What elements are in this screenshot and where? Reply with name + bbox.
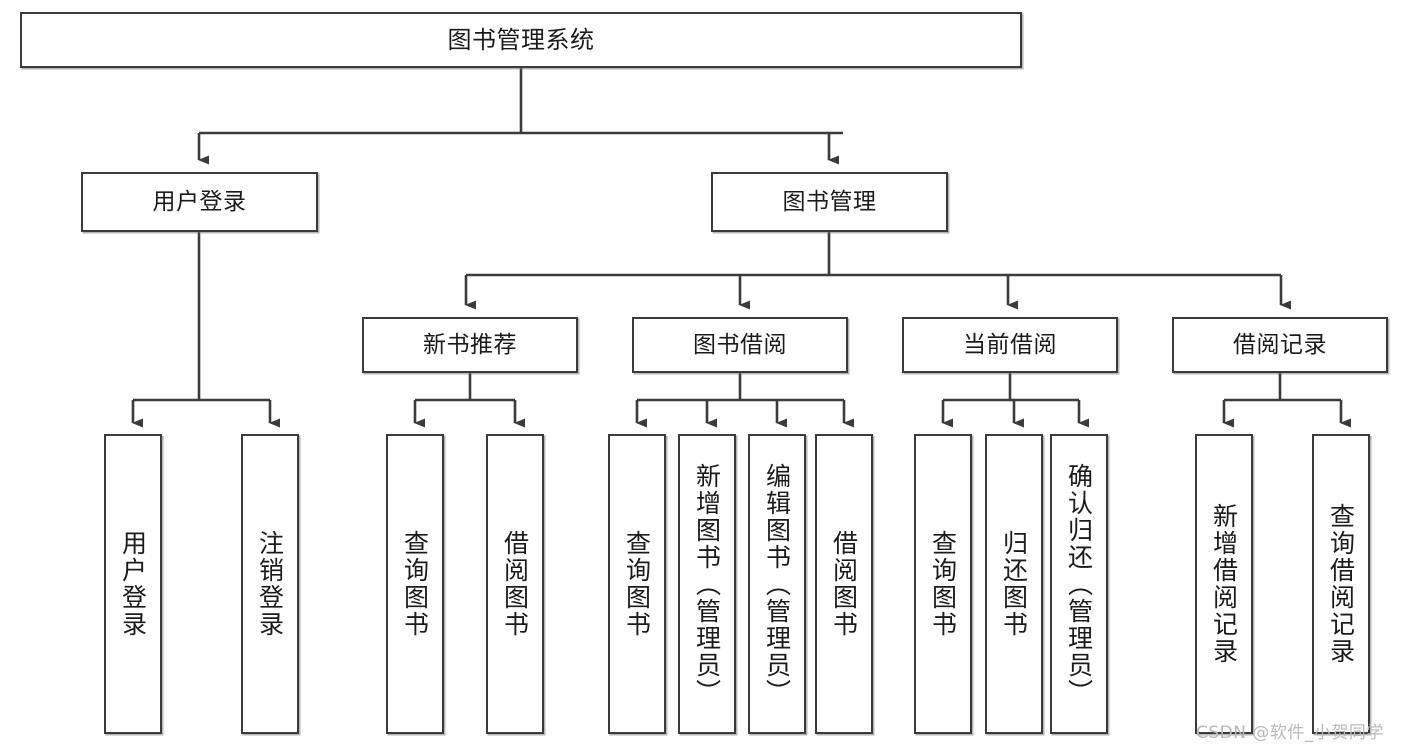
node-leaf-add-book-label: 新增图书（管理员） bbox=[692, 462, 722, 706]
node-leaf-user-login[interactable]: 用户登录 bbox=[104, 434, 162, 734]
node-new-book-rec[interactable]: 新书推荐 bbox=[362, 317, 578, 373]
node-borrow-record-label: 借阅记录 bbox=[1233, 331, 1327, 358]
node-leaf-borrow-book-2[interactable]: 借阅图书 bbox=[815, 434, 873, 734]
node-root-label: 图书管理系统 bbox=[447, 26, 595, 54]
node-leaf-confirm-return[interactable]: 确认归还（管理员） bbox=[1050, 434, 1108, 734]
node-user-login-label: 用户登录 bbox=[152, 188, 247, 215]
node-leaf-query-book-2-label: 查询图书 bbox=[622, 530, 652, 638]
node-leaf-query-book-3-label: 查询图书 bbox=[928, 530, 958, 638]
node-leaf-user-logout[interactable]: 注销登录 bbox=[241, 434, 299, 734]
node-leaf-add-book[interactable]: 新增图书（管理员） bbox=[678, 434, 736, 734]
node-leaf-return-book[interactable]: 归还图书 bbox=[985, 434, 1043, 734]
node-leaf-edit-book-label: 编辑图书（管理员） bbox=[762, 462, 792, 706]
node-leaf-edit-book[interactable]: 编辑图书（管理员） bbox=[748, 434, 806, 734]
node-leaf-borrow-book-1[interactable]: 借阅图书 bbox=[486, 434, 544, 734]
node-leaf-query-book-1-label: 查询图书 bbox=[400, 530, 430, 638]
node-leaf-confirm-return-label: 确认归还（管理员） bbox=[1064, 462, 1094, 706]
node-book-borrow-label: 图书借阅 bbox=[693, 331, 787, 358]
node-book-manage-label: 图书管理 bbox=[782, 188, 877, 215]
node-user-login[interactable]: 用户登录 bbox=[81, 172, 318, 232]
node-book-manage[interactable]: 图书管理 bbox=[711, 172, 948, 232]
node-leaf-user-logout-label: 注销登录 bbox=[255, 530, 285, 638]
node-leaf-add-record[interactable]: 新增借阅记录 bbox=[1195, 434, 1253, 734]
node-leaf-user-login-label: 用户登录 bbox=[118, 530, 148, 638]
node-leaf-borrow-book-1-label: 借阅图书 bbox=[500, 530, 530, 638]
node-leaf-add-record-label: 新增借阅记录 bbox=[1209, 503, 1239, 665]
node-leaf-query-book-3[interactable]: 查询图书 bbox=[914, 434, 972, 734]
csdn-watermark: CSDN @软件_小贺同学 bbox=[1196, 718, 1384, 743]
node-leaf-return-book-label: 归还图书 bbox=[999, 530, 1029, 638]
node-leaf-query-record-label: 查询借阅记录 bbox=[1326, 503, 1356, 665]
node-borrow-record[interactable]: 借阅记录 bbox=[1172, 317, 1388, 373]
node-book-borrow[interactable]: 图书借阅 bbox=[632, 317, 848, 373]
node-root[interactable]: 图书管理系统 bbox=[20, 12, 1022, 68]
node-new-book-rec-label: 新书推荐 bbox=[423, 331, 517, 358]
node-leaf-query-record[interactable]: 查询借阅记录 bbox=[1312, 434, 1370, 734]
node-leaf-borrow-book-2-label: 借阅图书 bbox=[829, 530, 859, 638]
node-current-borrow[interactable]: 当前借阅 bbox=[902, 317, 1118, 373]
node-current-borrow-label: 当前借阅 bbox=[963, 331, 1057, 358]
node-leaf-query-book-1[interactable]: 查询图书 bbox=[386, 434, 444, 734]
node-leaf-query-book-2[interactable]: 查询图书 bbox=[608, 434, 666, 734]
csdn-watermark-text: CSDN @软件_小贺同学 bbox=[1196, 723, 1384, 743]
